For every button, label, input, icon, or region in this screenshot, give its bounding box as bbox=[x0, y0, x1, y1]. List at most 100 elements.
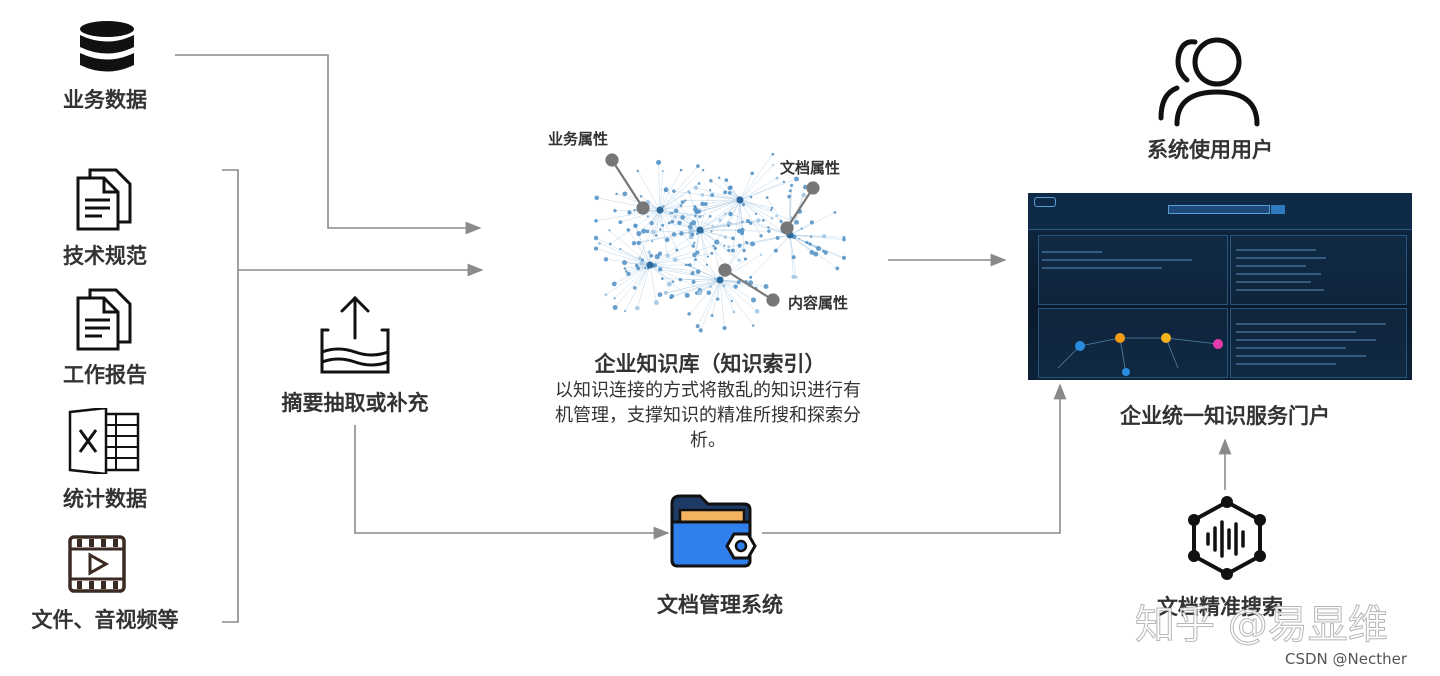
video-icon bbox=[68, 535, 126, 593]
network-node bbox=[671, 232, 677, 237]
network-node bbox=[639, 194, 643, 198]
network-node bbox=[771, 152, 775, 156]
network-node bbox=[594, 218, 598, 223]
network-node bbox=[613, 297, 616, 300]
report-icon bbox=[76, 288, 132, 351]
users-icon bbox=[1158, 37, 1260, 127]
network-node bbox=[759, 234, 763, 238]
network-node bbox=[728, 211, 733, 217]
network-hub-node bbox=[716, 276, 724, 284]
network-node bbox=[684, 263, 688, 267]
network-node bbox=[603, 257, 609, 262]
network-node bbox=[775, 236, 780, 240]
network-node bbox=[698, 215, 702, 219]
network-node bbox=[731, 236, 735, 241]
sources-bracket bbox=[222, 169, 239, 623]
network-node bbox=[619, 247, 622, 251]
network-node bbox=[739, 231, 745, 236]
network-node bbox=[637, 256, 642, 260]
network-node bbox=[703, 202, 708, 207]
network-node bbox=[640, 258, 645, 262]
network-node bbox=[693, 241, 696, 244]
network-node bbox=[680, 215, 685, 220]
network-node bbox=[669, 212, 672, 215]
network-node bbox=[733, 284, 738, 289]
network-node bbox=[684, 292, 690, 298]
users-label: 系统使用用户 bbox=[1147, 138, 1273, 162]
network-node bbox=[751, 324, 755, 327]
network-node bbox=[653, 300, 659, 306]
network-node bbox=[634, 263, 639, 268]
network-node bbox=[669, 296, 673, 300]
network-node bbox=[782, 180, 786, 184]
network-node bbox=[765, 196, 769, 199]
doc-system-label: 文档管理系统 bbox=[657, 593, 783, 617]
network-node bbox=[633, 224, 637, 228]
network-node bbox=[723, 244, 726, 247]
network-node bbox=[727, 185, 732, 191]
network-node bbox=[724, 178, 729, 182]
portal-panel-left bbox=[1038, 235, 1228, 305]
network-node bbox=[791, 274, 796, 279]
network-node bbox=[641, 228, 647, 234]
network-node bbox=[741, 202, 746, 207]
network-node bbox=[808, 242, 812, 246]
network-node bbox=[659, 228, 662, 231]
network-node bbox=[732, 310, 736, 314]
watermark: 知乎 @易显维 bbox=[1135, 602, 1389, 649]
network-node bbox=[652, 263, 658, 268]
portal-search-box bbox=[1168, 205, 1270, 214]
network-node bbox=[706, 255, 710, 258]
source-statistics: 统计数据 bbox=[63, 487, 147, 511]
arrow-docsys-to-portal bbox=[762, 383, 1067, 534]
network-node bbox=[636, 231, 642, 237]
network-node bbox=[723, 235, 728, 239]
network-node bbox=[750, 171, 755, 176]
network-node bbox=[649, 253, 654, 258]
network-node bbox=[695, 269, 701, 275]
network-node bbox=[805, 240, 809, 245]
network-node bbox=[687, 190, 690, 193]
network-node bbox=[775, 214, 778, 218]
network-node bbox=[770, 216, 774, 220]
network-node bbox=[604, 293, 608, 297]
network-node bbox=[687, 312, 691, 316]
network-node bbox=[708, 214, 712, 218]
network-node bbox=[730, 299, 734, 303]
network-node bbox=[711, 224, 714, 228]
network-node bbox=[798, 237, 801, 241]
network-node bbox=[775, 176, 779, 180]
network-node bbox=[695, 232, 699, 236]
network-node bbox=[693, 205, 697, 209]
network-node bbox=[813, 251, 819, 257]
network-node bbox=[644, 266, 647, 270]
arrow-extract-to-docsys bbox=[354, 425, 670, 540]
network-hub-node bbox=[736, 196, 744, 204]
network-hub-node bbox=[656, 206, 664, 214]
portal-panel-graph bbox=[1038, 308, 1228, 378]
network-node bbox=[737, 243, 742, 248]
network-node bbox=[687, 224, 693, 230]
network-node bbox=[742, 248, 746, 253]
network-node bbox=[654, 234, 658, 237]
network-node bbox=[790, 183, 794, 187]
network-node bbox=[787, 194, 792, 199]
network-node bbox=[660, 277, 664, 280]
network-node bbox=[691, 279, 696, 284]
network-node bbox=[694, 209, 700, 215]
network-node bbox=[618, 220, 623, 225]
database-icon bbox=[80, 21, 134, 72]
network-node bbox=[657, 292, 663, 298]
knowledge-network-graph bbox=[593, 152, 846, 333]
network-node bbox=[626, 271, 631, 277]
portal-panel-list bbox=[1230, 308, 1407, 378]
network-node bbox=[661, 169, 665, 173]
network-node bbox=[773, 248, 778, 253]
attr-business: 业务属性 bbox=[548, 130, 609, 148]
network-node bbox=[664, 189, 667, 192]
network-node bbox=[677, 220, 682, 226]
network-node bbox=[665, 253, 670, 258]
network-node bbox=[736, 229, 742, 234]
network-node bbox=[767, 226, 770, 229]
